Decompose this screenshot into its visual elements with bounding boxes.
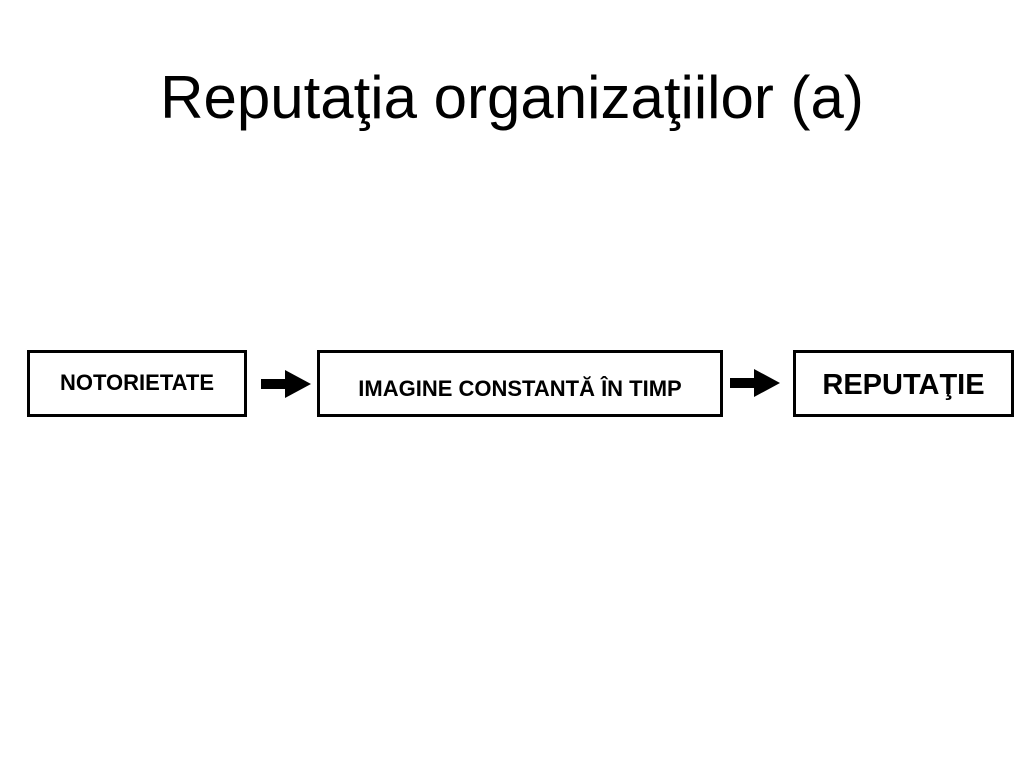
reputatie-label: REPUTAŢIE (822, 369, 985, 401)
imagine-constanta-label: IMAGINE CONSTANTĂ ÎN TIMP (358, 375, 682, 401)
imagine-constanta-box: IMAGINE CONSTANTĂ ÎN TIMP (317, 350, 723, 417)
notorietate-box: NOTORIETATE (27, 350, 247, 417)
arrow-right-icon (730, 369, 780, 397)
reputatie-box: REPUTAŢIE (793, 350, 1014, 417)
arrow-right-icon (261, 370, 311, 398)
notorietate-label: NOTORIETATE (60, 370, 214, 395)
slide-title: Reputaţia organizaţiilor (a) (160, 64, 864, 131)
